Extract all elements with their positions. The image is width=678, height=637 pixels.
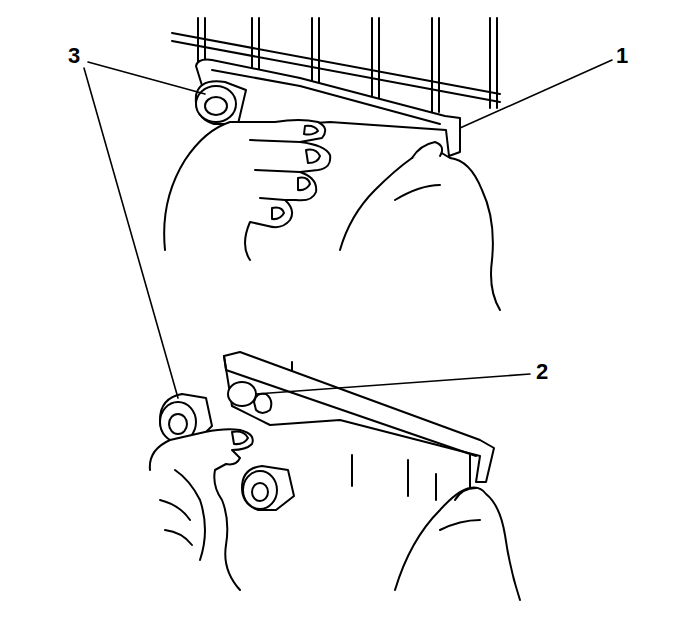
callout-number: 3: [66, 44, 82, 68]
left-hand: [150, 429, 253, 590]
grommet: [196, 81, 246, 124]
bracket-edge: [212, 70, 440, 124]
callout-number: 2: [534, 360, 550, 384]
grommet: [242, 466, 294, 510]
right-hand: [395, 488, 520, 600]
leader-line: [84, 60, 612, 398]
shroud-bracket: [224, 352, 494, 482]
right-hand: [340, 142, 500, 310]
callout-number: 1: [614, 44, 630, 68]
bracket-edge: [224, 356, 476, 456]
mounting-hole: [228, 382, 271, 413]
left-hand: [164, 120, 330, 260]
